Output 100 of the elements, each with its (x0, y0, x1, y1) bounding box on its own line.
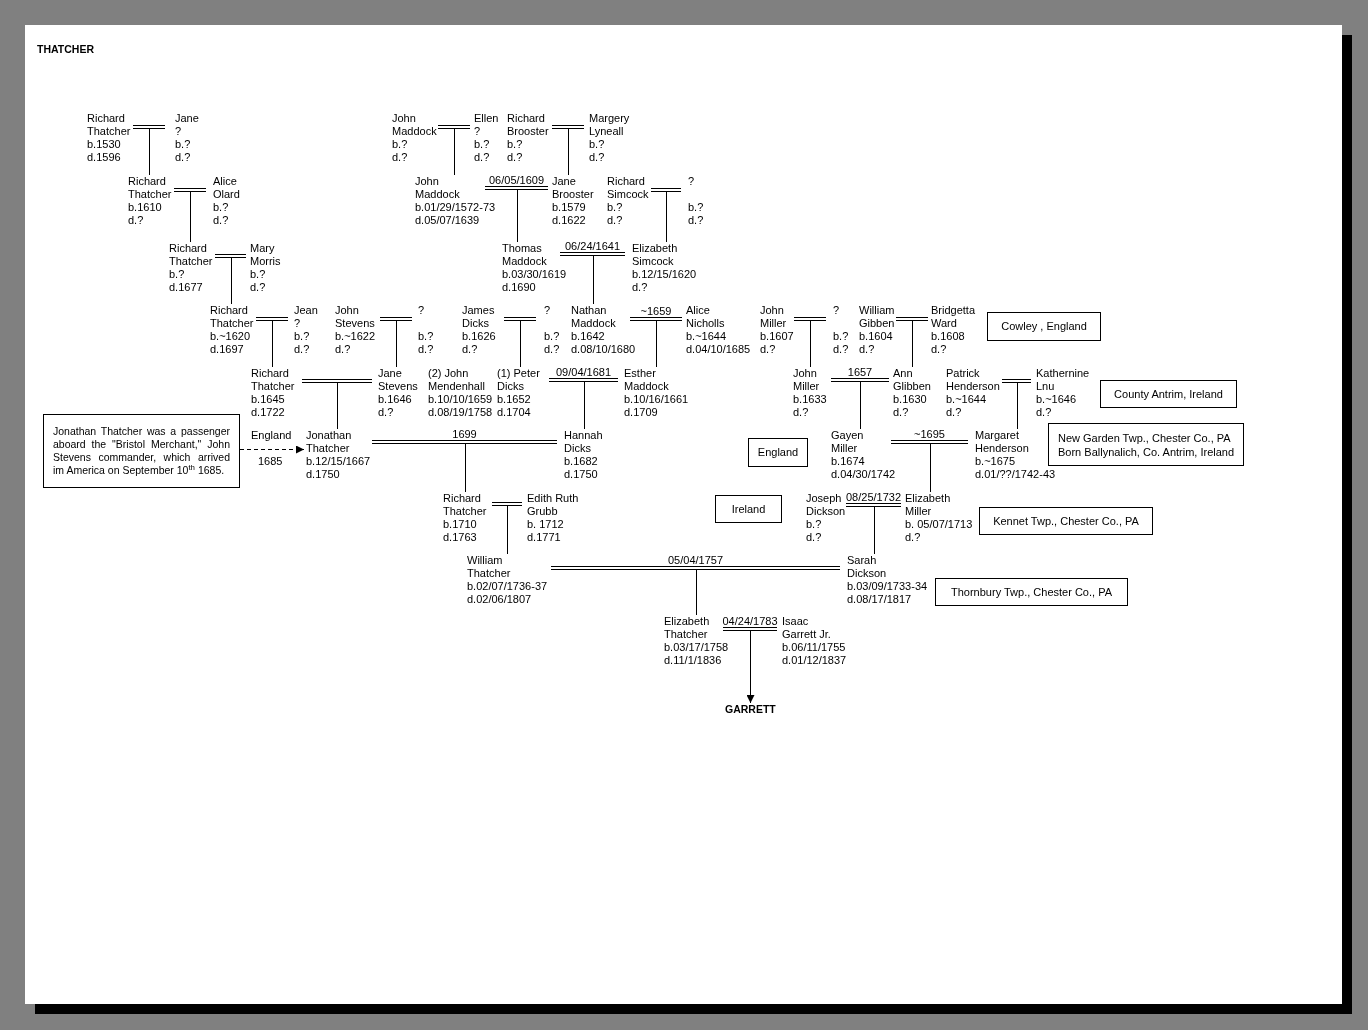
descent-line (548, 381, 619, 430)
birth-date: b.~1644 (686, 330, 727, 343)
descent-line (551, 128, 585, 176)
edge-label: 06/05/1609 (487, 174, 546, 186)
birth-date: b.1652 (497, 393, 531, 406)
death-date: d.? (760, 343, 776, 356)
marriage-line (173, 188, 207, 192)
death-date: d.02/06/1807 (467, 593, 532, 606)
place-text: Kennet Twp., Chester Co., PA (993, 514, 1139, 528)
birth-date: b.? (294, 330, 310, 343)
place-text: England (757, 446, 799, 459)
birth-date: b.? (688, 201, 704, 214)
birth-date: b.~1675 (975, 455, 1016, 468)
birth-date: b.1674 (831, 455, 865, 468)
descent-line (830, 381, 890, 430)
descent-line (895, 320, 929, 368)
birth-date: b.1530 (87, 138, 121, 151)
birth-date: b.? (418, 330, 434, 343)
birth-date: b.10/10/1659 (428, 393, 493, 406)
death-date: d.? (213, 214, 229, 227)
death-date: d.? (378, 406, 394, 419)
death-date: d.04/30/1742 (831, 468, 896, 481)
descent-line (437, 128, 471, 176)
birth-date: b.? (507, 138, 523, 151)
birth-date: b.1607 (760, 330, 794, 343)
marriage-line (1001, 379, 1032, 383)
marriage-line (301, 379, 373, 383)
marriage-line (895, 317, 929, 321)
birth-date: b.~1620 (210, 330, 251, 343)
descent-line (491, 505, 523, 555)
descent-line (890, 443, 969, 493)
edge-label: 1657 (846, 366, 874, 378)
place-text: Born Ballynalich, Co. Antrim, Ireland (1058, 444, 1235, 459)
edge-label: 1699 (451, 428, 478, 440)
birth-date: b.1633 (793, 393, 827, 406)
death-date: d.? (462, 343, 478, 356)
note-box (43, 414, 240, 488)
note-text: Jonathan Thatcher was a passenger aboard the "Bristol Merchant," John Stevens commander, which arrived im America on September 10$^{th}$ 1685. (53, 425, 230, 477)
descent-line (173, 191, 207, 243)
birth-date: b. 05/07/1713 (905, 518, 973, 531)
place-box (1100, 380, 1237, 408)
marriage-line (830, 378, 890, 382)
death-date: d.? (931, 343, 947, 356)
birth-date: b.~1622 (335, 330, 376, 343)
place-text: New Garden Twp., Chester Co., PA (1058, 430, 1231, 445)
dashed-arrow (239, 445, 305, 454)
marriage-line (437, 125, 471, 129)
edge-label: England (251, 429, 292, 442)
edge-label: 08/25/1732 (844, 491, 903, 503)
birth-date: b.12/15/1667 (306, 455, 371, 468)
diagram-title: THATCHER (37, 43, 94, 56)
place-box (748, 438, 808, 467)
death-date: d.? (544, 343, 560, 356)
death-date: d.1750 (564, 468, 598, 481)
birth-date: b.? (213, 201, 229, 214)
birth-date: b.? (175, 138, 191, 151)
death-date: d.? (474, 151, 490, 164)
birth-date: b.03/30/1619 (502, 268, 567, 281)
death-date: d.? (175, 151, 191, 164)
death-date: d.1690 (502, 281, 536, 294)
marriage-line (629, 317, 683, 321)
marriage-line (559, 252, 626, 256)
edge-label: ~1695 (913, 428, 946, 440)
death-date: d.? (793, 406, 809, 419)
descent-line (793, 320, 827, 368)
edge-label: ~1659 (639, 305, 673, 317)
birth-date: b.1710 (443, 518, 477, 531)
death-date: d.08/10/1680 (571, 343, 636, 356)
death-date: d.08/17/1817 (847, 593, 912, 606)
death-date: d.? (335, 343, 351, 356)
marriage-line (890, 440, 969, 444)
death-date: d.04/10/1685 (686, 343, 751, 356)
person-name: ? (833, 304, 840, 317)
birth-date: b.1630 (893, 393, 927, 406)
person-name: Jean ? (294, 304, 318, 330)
birth-date: b.1645 (251, 393, 285, 406)
year-label: 1685 (258, 455, 283, 468)
marriage-line (214, 254, 247, 258)
birth-date: b.1610 (128, 201, 162, 214)
birth-date: b.03/17/1758 (664, 641, 729, 654)
death-date: d.01/??/1742-43 (975, 468, 1056, 481)
death-date: d.? (128, 214, 144, 227)
edge-label: 09/04/1681 (554, 366, 613, 378)
descent-line (550, 569, 841, 616)
birth-date: b.03/09/1733-34 (847, 580, 928, 593)
death-date: d.? (859, 343, 875, 356)
birth-date: b.? (589, 138, 605, 151)
place-text: Ireland (731, 502, 766, 516)
death-date: d.? (607, 214, 623, 227)
birth-date: b.02/07/1736-37 (467, 580, 548, 593)
descent-line (214, 257, 247, 305)
person-name: Ellen ? (474, 112, 499, 138)
place-box (1048, 423, 1245, 466)
birth-date: b.1579 (552, 201, 586, 214)
descent-line (371, 443, 558, 493)
descent-line (1001, 382, 1032, 430)
birth-date: b.? (392, 138, 408, 151)
death-date: d.1697 (210, 343, 244, 356)
death-date: d.1622 (552, 214, 586, 227)
marriage-line (503, 317, 537, 321)
